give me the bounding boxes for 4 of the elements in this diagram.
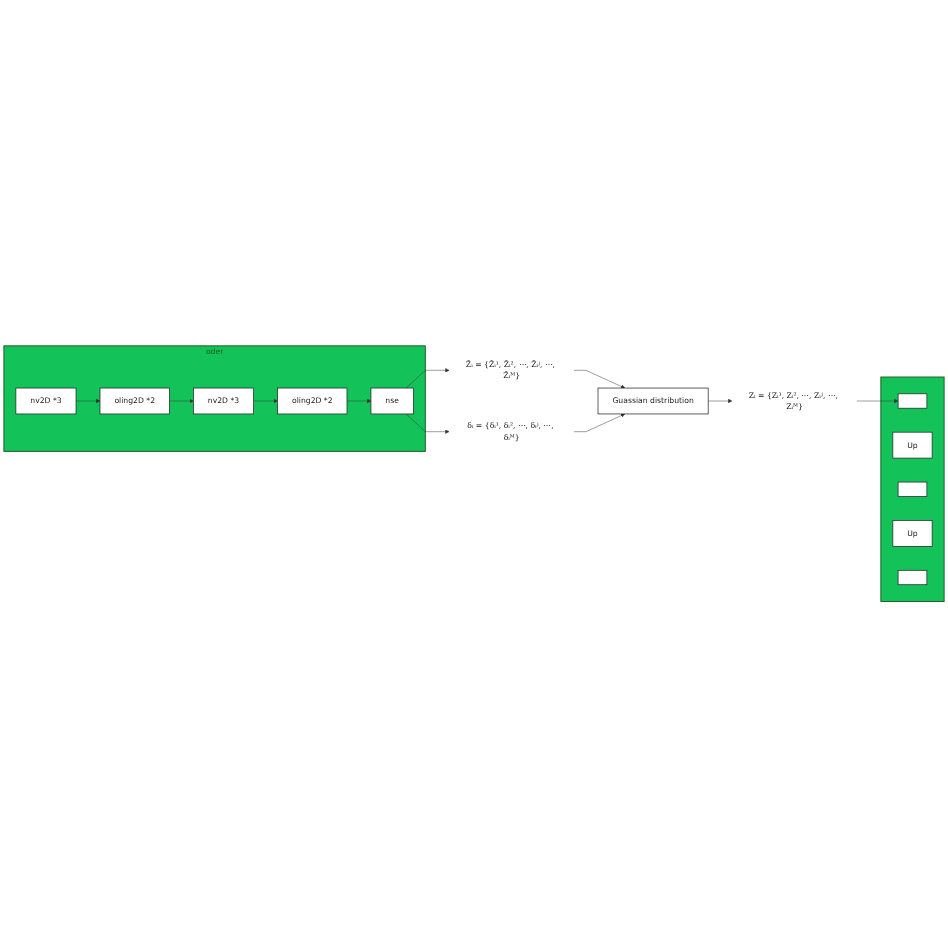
cluster bbox=[880, 376, 945, 603]
node-box bbox=[897, 393, 928, 409]
node-box bbox=[897, 482, 928, 498]
node-box bbox=[897, 570, 928, 586]
